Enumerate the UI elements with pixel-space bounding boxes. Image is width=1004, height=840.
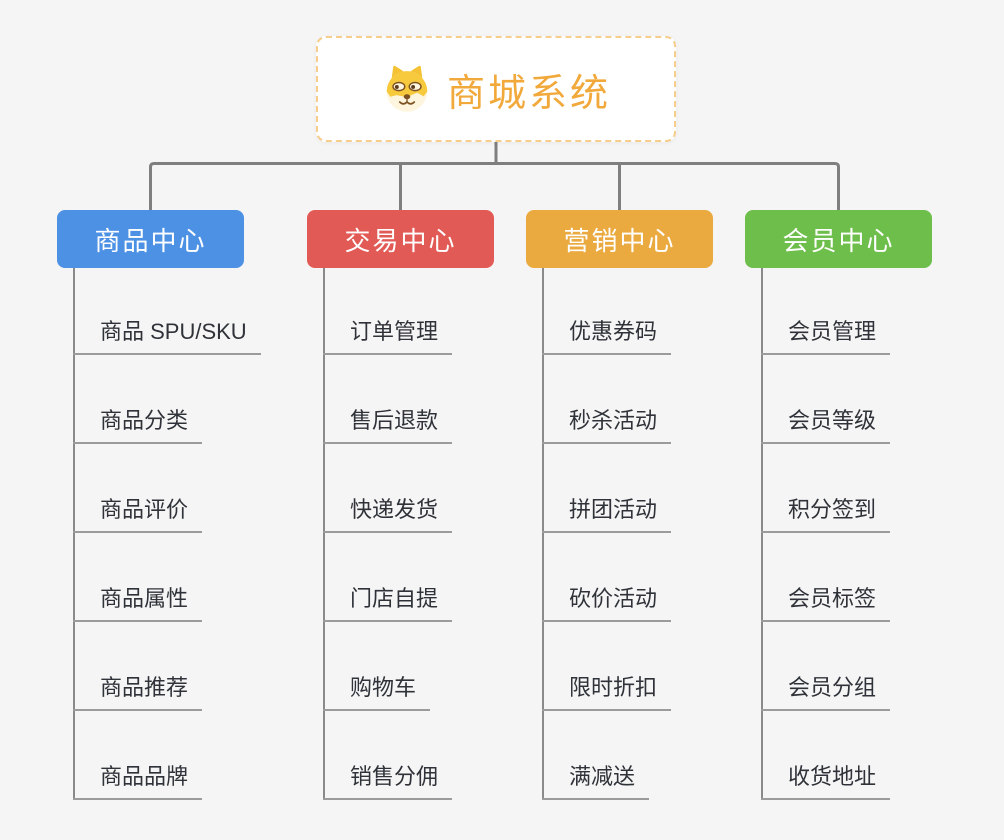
list-item: 商品品牌 <box>73 711 261 800</box>
branch-header-marketing-center[interactable]: 营销中心 <box>526 210 713 268</box>
list-item: 拼团活动 <box>542 444 672 533</box>
list-item-label[interactable]: 会员管理 <box>761 314 891 355</box>
doge-icon <box>381 63 433 115</box>
branch-header-member-center[interactable]: 会员中心 <box>745 210 932 268</box>
list-item: 商品分类 <box>73 355 261 444</box>
list-item-label[interactable]: 优惠券码 <box>542 314 672 355</box>
branch-marketing-center: 营销中心 优惠券码秒杀活动拼团活动砍价活动限时折扣满减送 <box>526 210 713 800</box>
list-item-label[interactable]: 商品 SPU/SKU <box>73 314 261 355</box>
list-item: 售后退款 <box>323 355 453 444</box>
list-item-label[interactable]: 限时折扣 <box>542 670 672 711</box>
list-item: 会员分组 <box>761 622 891 711</box>
list-item-label[interactable]: 会员分组 <box>761 670 891 711</box>
list-item-label[interactable]: 满减送 <box>542 759 650 800</box>
list-item: 会员管理 <box>761 268 891 355</box>
list-item: 商品推荐 <box>73 622 261 711</box>
list-item: 优惠券码 <box>542 268 672 355</box>
list-item-label[interactable]: 拼团活动 <box>542 492 672 533</box>
list-item: 砍价活动 <box>542 533 672 622</box>
root-label: 商城系统 <box>446 72 611 115</box>
list-item-label[interactable]: 售后退款 <box>323 403 453 444</box>
list-item: 商品 SPU/SKU <box>73 268 261 355</box>
list-item-label[interactable]: 商品品牌 <box>73 759 203 800</box>
branch-header-product-center[interactable]: 商品中心 <box>57 210 244 268</box>
list-item-label[interactable]: 砍价活动 <box>542 581 672 622</box>
branch-member-center: 会员中心 会员管理会员等级积分签到会员标签会员分组收货地址 <box>745 210 932 800</box>
list-item-label[interactable]: 门店自提 <box>323 581 453 622</box>
list-item: 购物车 <box>323 622 452 711</box>
branch-trade-center: 交易中心 订单管理售后退款快递发货门店自提购物车销售分佣 <box>307 210 494 800</box>
list-item: 会员标签 <box>761 533 891 622</box>
list-item: 满减送 <box>542 711 671 800</box>
branch-header-trade-center[interactable]: 交易中心 <box>307 210 494 268</box>
list-item: 会员等级 <box>761 355 891 444</box>
branch-items-marketing-center: 优惠券码秒杀活动拼团活动砍价活动限时折扣满减送 <box>542 268 672 800</box>
list-item-label[interactable]: 订单管理 <box>323 314 453 355</box>
list-item-label[interactable]: 购物车 <box>323 670 431 711</box>
list-item-label[interactable]: 销售分佣 <box>323 759 453 800</box>
list-item: 订单管理 <box>323 268 453 355</box>
bus-line <box>149 162 840 210</box>
list-item-label[interactable]: 秒杀活动 <box>542 403 672 444</box>
list-item: 秒杀活动 <box>542 355 672 444</box>
root-node[interactable]: 商城系统 <box>316 36 676 142</box>
list-item: 商品属性 <box>73 533 261 622</box>
list-item-label[interactable]: 商品分类 <box>73 403 203 444</box>
list-item-label[interactable]: 会员标签 <box>761 581 891 622</box>
list-item-label[interactable]: 积分签到 <box>761 492 891 533</box>
list-item-label[interactable]: 收货地址 <box>761 759 891 800</box>
list-item: 门店自提 <box>323 533 453 622</box>
branch-items-product-center: 商品 SPU/SKU 商品分类商品评价商品属性商品推荐商品品牌 <box>73 268 261 800</box>
list-item-label[interactable]: 快递发货 <box>323 492 453 533</box>
list-item-label[interactable]: 商品评价 <box>73 492 203 533</box>
list-item-label[interactable]: 商品推荐 <box>73 670 203 711</box>
list-item-label[interactable]: 会员等级 <box>761 403 891 444</box>
list-item: 限时折扣 <box>542 622 672 711</box>
branch-product-center: 商品中心 商品 SPU/SKU 商品分类商品评价商品属性商品推荐商品品牌 <box>57 210 261 800</box>
list-item: 收货地址 <box>761 711 891 800</box>
list-item: 快递发货 <box>323 444 453 533</box>
list-item-label[interactable]: 商品属性 <box>73 581 203 622</box>
branch-items-trade-center: 订单管理售后退款快递发货门店自提购物车销售分佣 <box>323 268 453 800</box>
branch-items-member-center: 会员管理会员等级积分签到会员标签会员分组收货地址 <box>761 268 891 800</box>
list-item: 积分签到 <box>761 444 891 533</box>
list-item: 商品评价 <box>73 444 261 533</box>
list-item: 销售分佣 <box>323 711 453 800</box>
